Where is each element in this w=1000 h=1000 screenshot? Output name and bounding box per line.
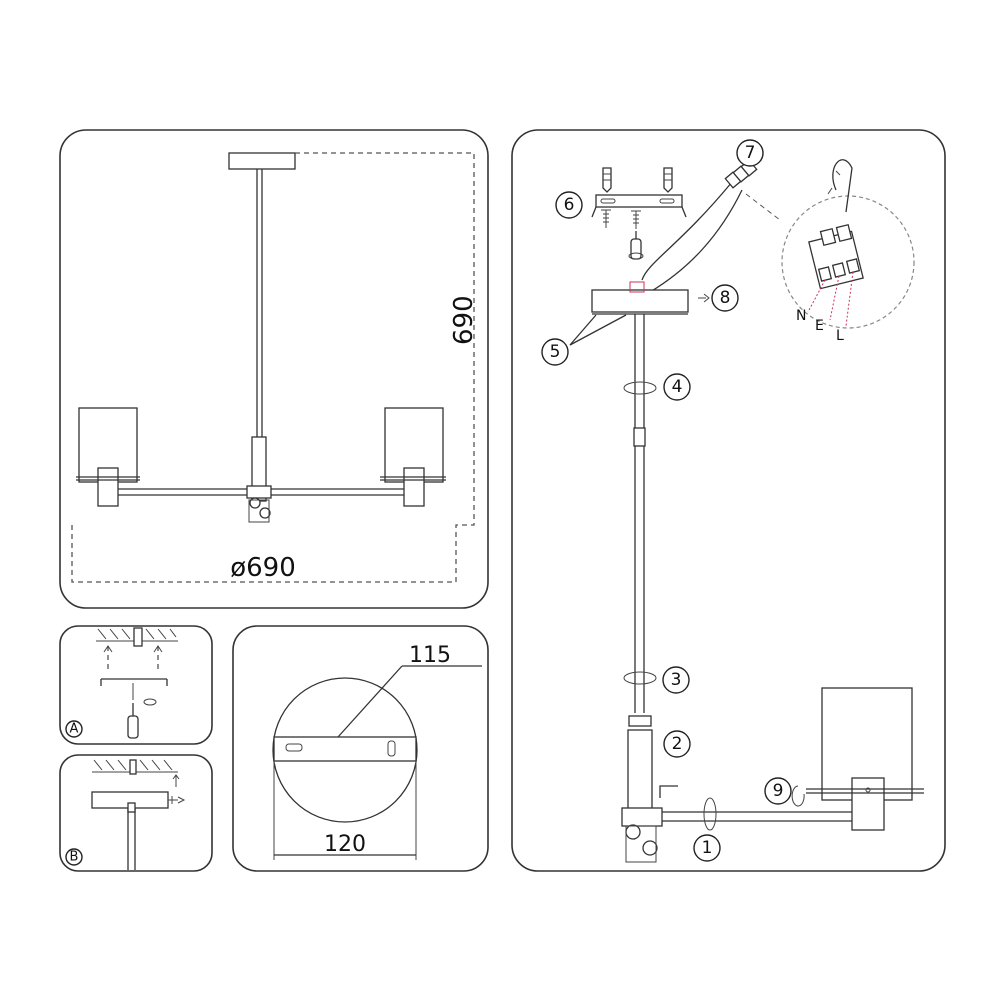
callout-5: 5 [541, 338, 569, 366]
callout-1: 1 [693, 834, 721, 862]
screwdriver-icon [127, 703, 139, 739]
wall-anchors [602, 167, 673, 193]
wire-letter-n: N [796, 308, 806, 324]
height-dimension: 690 [449, 295, 479, 345]
callout-3: 3 [662, 666, 690, 694]
callout-7: 7 [736, 139, 764, 167]
ceiling-hatch-b [92, 759, 178, 775]
canopy [228, 152, 296, 170]
wire-letter-l: L [836, 328, 844, 344]
screws [601, 209, 641, 229]
allen-key [659, 785, 678, 798]
main-canopy [591, 289, 689, 313]
svg-text:2: 2 [672, 734, 683, 754]
lamp-front-view [76, 152, 446, 523]
panel-detail-a [59, 625, 213, 745]
canopy-width-dimension: 115 [409, 643, 451, 668]
wiring-detail [807, 159, 864, 327]
svg-text:8: 8 [720, 288, 731, 308]
power-wire-a [641, 181, 733, 281]
main-arm [662, 797, 852, 831]
main-hub [621, 729, 663, 863]
panel-detail-b [59, 754, 213, 872]
callout-9: 9 [764, 777, 792, 805]
svg-text:1: 1 [702, 838, 713, 858]
svg-text:9: 9 [773, 781, 784, 801]
detail-label-a: A [70, 722, 79, 737]
callout-8: 8 [711, 284, 739, 312]
svg-text:3: 3 [671, 670, 682, 690]
canopy-b [91, 774, 186, 870]
canopy-depth-dimension: 120 [324, 832, 366, 857]
svg-text:6: 6 [564, 195, 575, 215]
callout-2: 2 [663, 730, 691, 758]
mounting-bracket-a [100, 678, 168, 706]
ceiling-hatch-a [96, 627, 178, 672]
svg-text:4: 4 [672, 377, 683, 397]
power-wire-b [649, 189, 743, 293]
dimension-lines [71, 152, 475, 583]
main-stem [623, 314, 657, 727]
callout-4: 4 [663, 373, 691, 401]
svg-text:7: 7 [745, 143, 756, 163]
screwdriver-icon-main [628, 231, 644, 260]
callout-6: 6 [555, 191, 583, 219]
mounting-bracket [591, 194, 687, 218]
wire-letter-e: E [815, 318, 824, 334]
detail-label-b: B [70, 850, 79, 865]
diameter-dimension: ø690 [230, 553, 296, 583]
main-shade [791, 687, 924, 831]
svg-text:5: 5 [550, 342, 561, 362]
panel-overall-dimensions [59, 129, 489, 609]
